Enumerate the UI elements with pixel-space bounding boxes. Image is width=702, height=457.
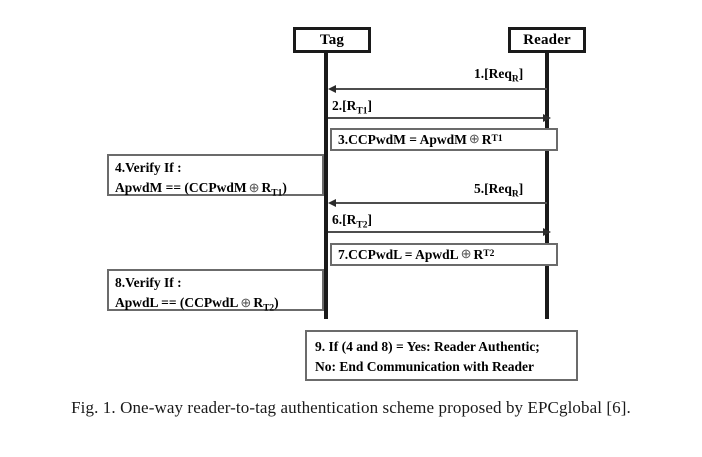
note-3-subscript: T1 xyxy=(491,133,503,144)
arrow-head-left-5 xyxy=(328,199,336,207)
note-4-close-paren: ) xyxy=(282,179,287,195)
note-4-operand: R xyxy=(261,179,272,195)
note-7-expression: 7.CCPwdL = ApwdL xyxy=(338,246,459,262)
note-9-line-1: 9. If (4 and 8) = Yes: Reader Authentic; xyxy=(315,339,540,354)
note-8-expression: ApwdL == (CCPwdL xyxy=(115,294,239,310)
message-2-suffix: ] xyxy=(367,98,372,113)
actor-label-reader: Reader xyxy=(523,31,571,48)
note-4-expression: ApwdM == (CCPwdM xyxy=(115,179,247,195)
note-box-step-8-verify: 8.Verify If : ApwdL == (CCPwdL⊕RT2) xyxy=(107,269,324,313)
note-8-subscript: T2 xyxy=(263,303,275,314)
message-line-5 xyxy=(330,202,547,204)
message-1-text: 1.[Req xyxy=(474,66,512,81)
note-4-line-2: ApwdM == (CCPwdM⊕RT1) xyxy=(115,178,316,201)
note-8-line-1: 8.Verify If : xyxy=(115,275,182,290)
actor-box-reader: Reader xyxy=(508,27,586,53)
lifeline-tag xyxy=(324,52,328,319)
note-7-operand: R xyxy=(473,246,484,262)
note-7-subscript: T2 xyxy=(483,248,495,259)
note-3-expression: 3.CCPwdM = ApwdM xyxy=(338,131,467,147)
figure-caption: Fig. 1. One-way reader-to-tag authentica… xyxy=(71,398,631,417)
note-4-line-1: 4.Verify If : xyxy=(115,160,182,175)
note-9-line-2: No: End Communication with Reader xyxy=(315,358,535,374)
message-6-suffix: ] xyxy=(367,212,372,227)
message-2-text: 2.[R xyxy=(332,98,357,113)
message-label-6: 6.[RT2] xyxy=(332,212,372,231)
note-box-step-4-verify: 4.Verify If : ApwdM == (CCPwdM⊕RT1) xyxy=(107,154,324,198)
message-6-text: 6.[R xyxy=(332,212,357,227)
arrow-head-right-6 xyxy=(543,228,551,236)
xor-icon: ⊕ xyxy=(468,131,480,147)
xor-icon: ⊕ xyxy=(248,179,260,195)
message-label-5: 5.[ReqR] xyxy=(474,181,523,200)
message-5-suffix: ] xyxy=(518,181,524,196)
message-6-subscript: T2 xyxy=(356,220,368,231)
arrow-head-right-2 xyxy=(543,114,551,122)
note-4-subscript: T1 xyxy=(271,188,283,199)
arrow-head-left-1 xyxy=(328,85,336,93)
message-5-text: 5.[Req xyxy=(474,181,512,196)
message-2-subscript: T1 xyxy=(356,106,368,117)
actor-label-tag: Tag xyxy=(319,31,345,48)
note-8-operand: R xyxy=(253,294,264,310)
lifeline-reader xyxy=(545,52,549,319)
message-label-1: 1.[ReqR] xyxy=(474,66,523,85)
sequence-diagram-figure: Tag Reader 1.[ReqR] 2.[RT1] 3.CCPwdM = A… xyxy=(107,27,586,381)
note-8-line-2: ApwdL == (CCPwdL⊕RT2) xyxy=(115,293,316,316)
xor-icon: ⊕ xyxy=(460,246,472,262)
message-line-1 xyxy=(330,88,547,90)
message-1-suffix: ] xyxy=(518,66,524,81)
note-box-step-9-decision: 9. If (4 and 8) = Yes: Reader Authentic;… xyxy=(305,330,578,381)
actor-box-tag: Tag xyxy=(293,27,371,53)
xor-icon: ⊕ xyxy=(240,294,252,310)
note-3-operand: R xyxy=(481,131,492,147)
note-8-close-paren: ) xyxy=(274,294,279,310)
message-line-2 xyxy=(328,117,545,119)
message-5-subscript: R xyxy=(511,189,519,200)
message-label-2: 2.[RT1] xyxy=(332,98,372,117)
message-line-6 xyxy=(328,231,545,233)
message-1-subscript: R xyxy=(511,74,519,85)
